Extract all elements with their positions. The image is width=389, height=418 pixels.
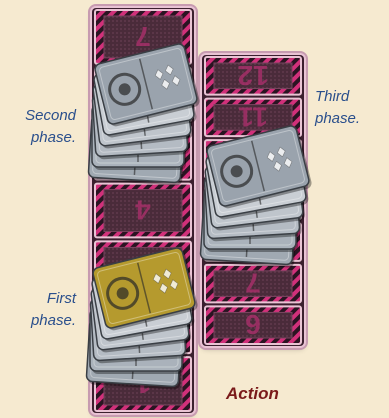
third-phase-line-2: phase. [315, 108, 375, 130]
right-turn-track: 12 11 10 9 8 7 6 [202, 55, 304, 346]
track-number: 2 [135, 310, 151, 341]
left-track-art: 7 6 5 4 3 2 1 [92, 8, 194, 413]
track-number: 6 [135, 79, 151, 110]
track-cell: 8 [205, 223, 301, 261]
track-number: 11 [238, 101, 268, 132]
first-phase-line-2: phase. [6, 310, 76, 332]
second-phase-label: Second phase. [6, 105, 76, 149]
track-cell: 6 [205, 306, 301, 344]
track-number: 8 [245, 226, 261, 257]
track-cell: 7 [95, 10, 191, 64]
track-cell: 1 [95, 357, 191, 411]
track-number: 6 [245, 309, 261, 340]
track-cell: 3 [95, 241, 191, 295]
track-cell: 12 [205, 57, 301, 95]
first-phase-line-1: First [6, 288, 76, 310]
left-turn-track: 7 6 5 4 3 2 1 [92, 8, 194, 413]
third-phase-line-1: Third [315, 86, 375, 108]
second-phase-line-2: phase. [6, 127, 76, 149]
track-cell: 5 [95, 126, 191, 180]
track-number: 3 [135, 252, 151, 283]
track-cell: 2 [95, 299, 191, 353]
track-number: 4 [135, 195, 151, 226]
track-cell: 6 [95, 68, 191, 122]
track-number: 5 [135, 137, 151, 168]
track-cell: 11 [205, 99, 301, 137]
right-track-art: 12 11 10 9 8 7 6 [202, 55, 304, 346]
track-number: 7 [135, 21, 151, 52]
track-number: 7 [245, 268, 261, 299]
track-cell: 9 [205, 182, 301, 220]
first-phase-label: First phase. [6, 288, 76, 332]
track-number: 10 [237, 143, 268, 174]
track-cell: 7 [205, 265, 301, 303]
action-label: Action [226, 384, 279, 404]
track-number: 1 [135, 368, 151, 399]
track-number: 9 [245, 185, 261, 216]
third-phase-label: Third phase. [315, 86, 375, 130]
track-cell: 10 [205, 140, 301, 178]
track-number: 12 [237, 60, 268, 91]
track-cell: 4 [95, 184, 191, 238]
second-phase-line-1: Second [6, 105, 76, 127]
